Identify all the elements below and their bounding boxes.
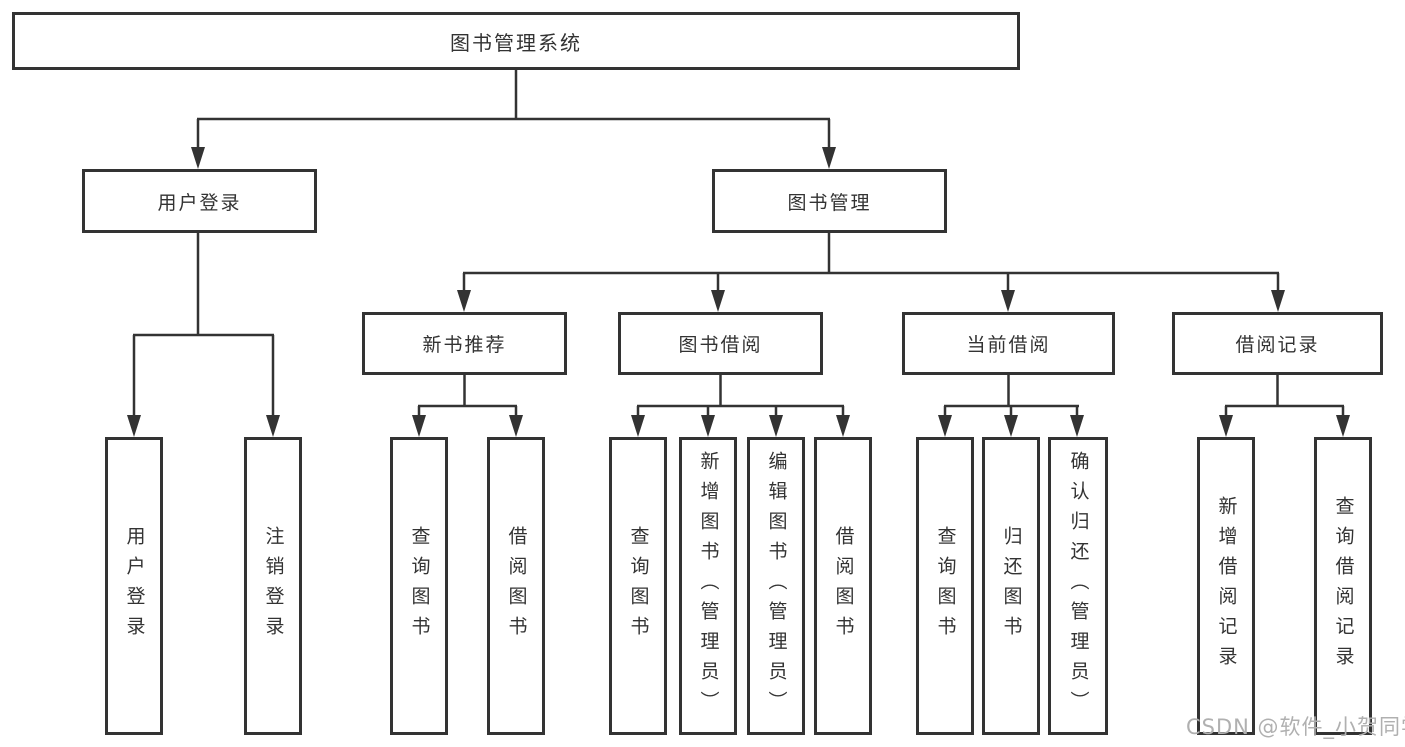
node-borrowing-records: 借阅记录 <box>1172 312 1383 375</box>
leaf-query-books-recommend: 查询图书 <box>390 437 448 735</box>
node-book-borrowing: 图书借阅 <box>618 312 823 375</box>
leaf-borrow-books-recommend: 借阅图书 <box>487 437 545 735</box>
leaf-query-books-borrowing: 查询图书 <box>609 437 667 735</box>
leaf-confirm-return-admin: 确认归还（管理员） <box>1048 437 1108 735</box>
leaf-query-borrow-record: 查询借阅记录 <box>1314 437 1372 735</box>
leaf-edit-book-admin: 编辑图书（管理员） <box>747 437 805 735</box>
leaf-logout: 注销登录 <box>244 437 302 735</box>
leaf-user-login: 用户登录 <box>105 437 163 735</box>
leaf-add-book-admin: 新增图书（管理员） <box>679 437 737 735</box>
node-user-login: 用户登录 <box>82 169 317 233</box>
node-new-book-recommend: 新书推荐 <box>362 312 567 375</box>
leaf-query-books-current: 查询图书 <box>916 437 974 735</box>
node-library-management-system: 图书管理系统 <box>12 12 1020 70</box>
node-current-borrowing: 当前借阅 <box>902 312 1115 375</box>
node-book-management: 图书管理 <box>712 169 947 233</box>
leaf-return-books: 归还图书 <box>982 437 1040 735</box>
leaf-borrow-books-borrowing: 借阅图书 <box>814 437 872 735</box>
leaf-add-borrow-record: 新增借阅记录 <box>1197 437 1255 735</box>
csdn-watermark: CSDN @软件_小贺同学 <box>1186 715 1405 739</box>
